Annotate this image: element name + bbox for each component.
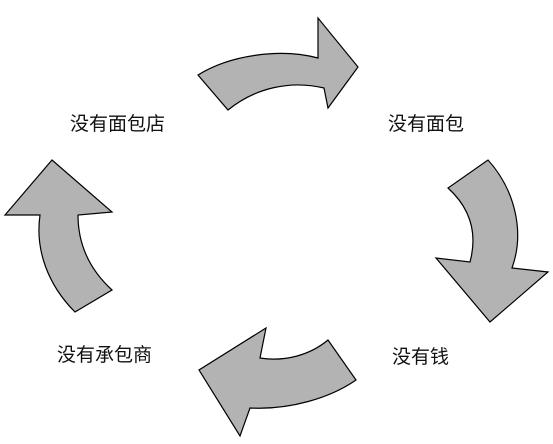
node-label-no-money: 没有钱 (392, 346, 450, 368)
arrow-left-icon (3, 159, 114, 313)
arrow-bottom-icon (198, 326, 357, 438)
node-label-no-contractor: 没有承包商 (57, 344, 153, 366)
arrow-top-icon (197, 16, 359, 111)
node-label-no-bread: 没有面包 (388, 113, 465, 135)
arrow-right-icon (434, 159, 550, 323)
node-label-no-bakery: 没有面包店 (70, 113, 166, 135)
